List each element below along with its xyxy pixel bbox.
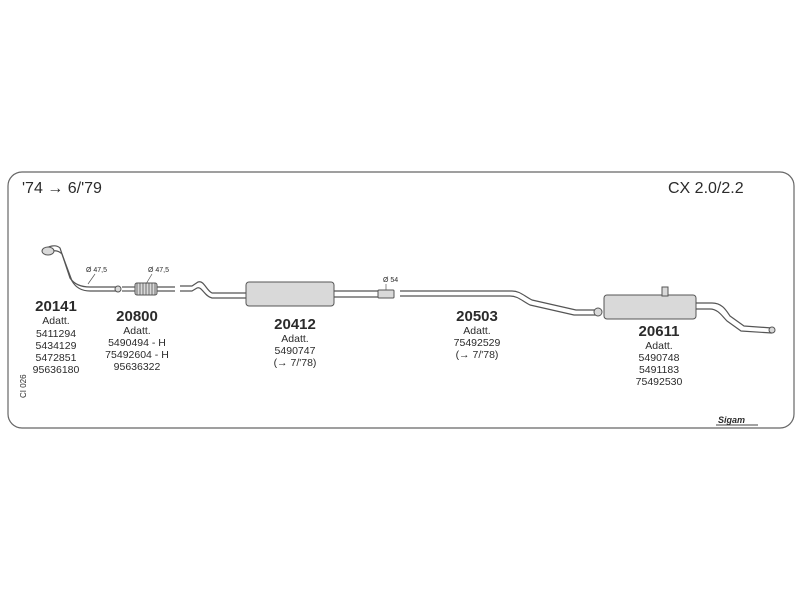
part-code: 20611 <box>639 323 680 340</box>
part-line: 5491183 <box>639 364 679 376</box>
part-line: 75492530 <box>636 376 683 388</box>
part-line: Adatt. <box>463 325 490 337</box>
part-code: 20141 <box>35 298 77 315</box>
dimension-label-3: Ø 54 <box>383 277 398 284</box>
dimension-leader-2 <box>145 273 153 285</box>
part-line: 5472851 <box>36 352 77 364</box>
part-20503-pipe <box>400 290 603 317</box>
part-line: 5490748 <box>639 352 680 364</box>
part-label-20611: 20611 Adatt. 5490748 5491183 75492530 <box>636 323 683 388</box>
year-range: '74 → 6/'79 <box>22 180 102 197</box>
part-20141-pipe <box>41 245 122 293</box>
part-code: 20800 <box>116 308 158 325</box>
dimension-label-1: Ø 47,5 <box>86 267 107 274</box>
part-line: Adatt. <box>42 315 69 327</box>
dimension-label-2: Ø 47,5 <box>148 267 169 274</box>
part-20611-silencer <box>603 286 776 334</box>
part-line: 5434129 <box>36 340 77 352</box>
model-name: CX 2.0/2.2 <box>668 180 744 197</box>
part-20800-flex <box>122 282 175 296</box>
part-code: 20503 <box>456 308 498 325</box>
brand-logo: Sigam <box>718 415 745 425</box>
part-line: Adatt. <box>645 340 672 352</box>
part-label-20141: 20141 Adatt. 5411294 5434129 5472851 956… <box>33 298 80 376</box>
part-label-20412: 20412 Adatt. 5490747 (→ 7/'78) <box>274 316 317 369</box>
part-line: 75492604 - H <box>105 349 169 361</box>
diagram-panel <box>7 171 795 429</box>
part-line: Adatt. <box>281 333 308 345</box>
part-line: 5490747 <box>275 345 316 357</box>
part-line: 95636322 <box>114 361 161 373</box>
part-line: (→ 7/'78) <box>456 349 499 361</box>
part-line: 5490494 - H <box>108 337 166 349</box>
part-label-20800: 20800 Adatt. 5490494 - H 75492604 - H 95… <box>105 308 169 373</box>
side-code: CI 026 <box>19 374 28 398</box>
part-line: Adatt. <box>123 325 150 337</box>
part-line: 5411294 <box>36 328 76 340</box>
part-line: 95636180 <box>33 364 80 376</box>
part-line: 75492529 <box>454 337 501 349</box>
part-20412-silencer <box>180 281 395 307</box>
dimension-leader-1 <box>87 273 96 285</box>
part-line: (→ 7/'78) <box>274 357 317 369</box>
part-label-20503: 20503 Adatt. 75492529 (→ 7/'78) <box>454 308 501 361</box>
part-code: 20412 <box>274 316 316 333</box>
